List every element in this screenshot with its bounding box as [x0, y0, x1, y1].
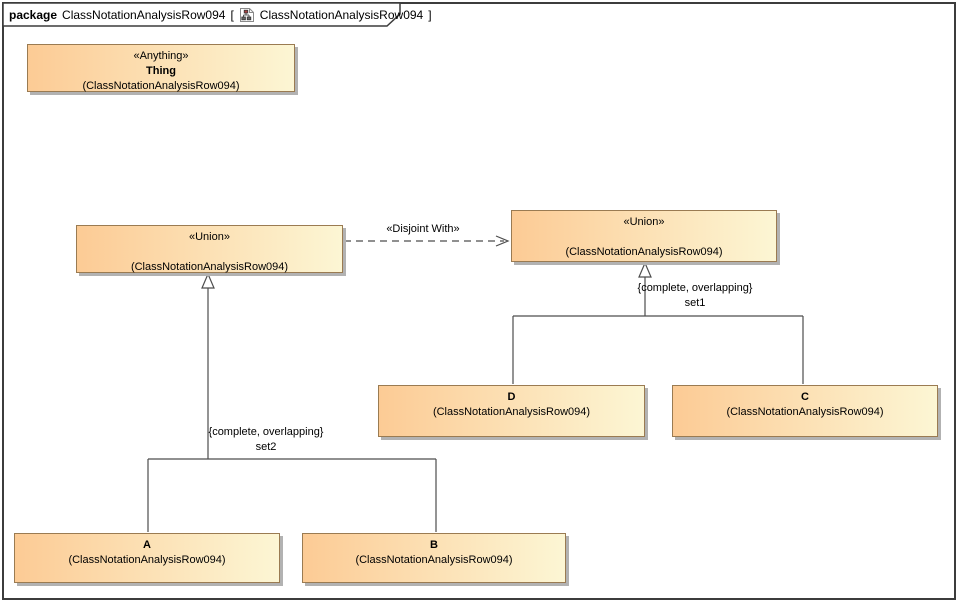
node-class-d-name: D	[507, 391, 516, 403]
node-class-c-qualifier: (ClassNotationAnalysisRow094)	[726, 406, 884, 418]
node-union-left-stereotype: «Union»	[189, 231, 230, 243]
node-union-right[interactable]: «Union» (ClassNotationAnalysisRow094)	[511, 210, 777, 262]
node-class-c[interactable]: C (ClassNotationAnalysisRow094)	[672, 385, 938, 437]
frame-header: package ClassNotationAnalysisRow094 [ Cl…	[9, 7, 432, 23]
generalization-set1-label[interactable]: {complete, overlapping} set1	[595, 281, 795, 311]
dependency-open-arrowhead-icon	[495, 235, 510, 247]
node-union-left-qualifier: (ClassNotationAnalysisRow094)	[130, 261, 289, 273]
frame-package-name: ClassNotationAnalysisRow094	[62, 8, 226, 22]
generalization-arrowhead-set1-icon	[638, 261, 652, 278]
generalization-set2-edge[interactable]	[147, 288, 437, 532]
frame-diagram-name: ClassNotationAnalysisRow094	[259, 8, 424, 22]
node-union-left[interactable]: «Union» (ClassNotationAnalysisRow094)	[76, 225, 343, 273]
frame-open-bracket: [	[230, 8, 234, 22]
node-class-b-qualifier: (ClassNotationAnalysisRow094)	[355, 554, 513, 566]
generalization-set1-name: set1	[684, 297, 706, 309]
node-class-b-name: B	[430, 539, 438, 551]
node-union-left-name	[77, 245, 342, 260]
node-union-right-name	[512, 230, 776, 245]
generalization-set2-name: set2	[255, 441, 277, 453]
node-class-d-qualifier: (ClassNotationAnalysisRow094)	[432, 406, 591, 418]
frame-kind-label: package	[9, 8, 58, 22]
node-thing-name: Thing	[146, 65, 176, 77]
node-class-a[interactable]: A (ClassNotationAnalysisRow094)	[14, 533, 280, 583]
generalization-set1-constraint: {complete, overlapping}	[637, 282, 753, 294]
diagram-frame	[2, 2, 956, 600]
node-thing-qualifier: (ClassNotationAnalysisRow094)	[82, 80, 240, 92]
node-thing[interactable]: «Anything» Thing (ClassNotationAnalysisR…	[27, 44, 295, 92]
node-class-b[interactable]: B (ClassNotationAnalysisRow094)	[302, 533, 566, 583]
disjoint-with-edge-label[interactable]: «Disjoint With»	[386, 223, 460, 235]
frame-header-tab	[2, 2, 401, 27]
node-class-a-name: A	[143, 539, 151, 551]
node-thing-stereotype: «Anything»	[133, 50, 189, 62]
node-union-right-stereotype: «Union»	[623, 216, 665, 228]
package-diagram-icon	[239, 8, 254, 22]
frame-close-bracket: ]	[428, 8, 432, 22]
node-union-right-qualifier: (ClassNotationAnalysisRow094)	[565, 246, 723, 258]
generalization-set2-label[interactable]: {complete, overlapping} set2	[166, 425, 366, 455]
generalization-set1-edge[interactable]	[512, 277, 804, 384]
node-class-d[interactable]: D (ClassNotationAnalysisRow094)	[378, 385, 645, 437]
node-class-c-name: C	[801, 391, 809, 403]
node-class-a-qualifier: (ClassNotationAnalysisRow094)	[68, 554, 226, 566]
generalization-set2-constraint: {complete, overlapping}	[208, 426, 324, 438]
generalization-arrowhead-set2-icon	[201, 272, 215, 289]
